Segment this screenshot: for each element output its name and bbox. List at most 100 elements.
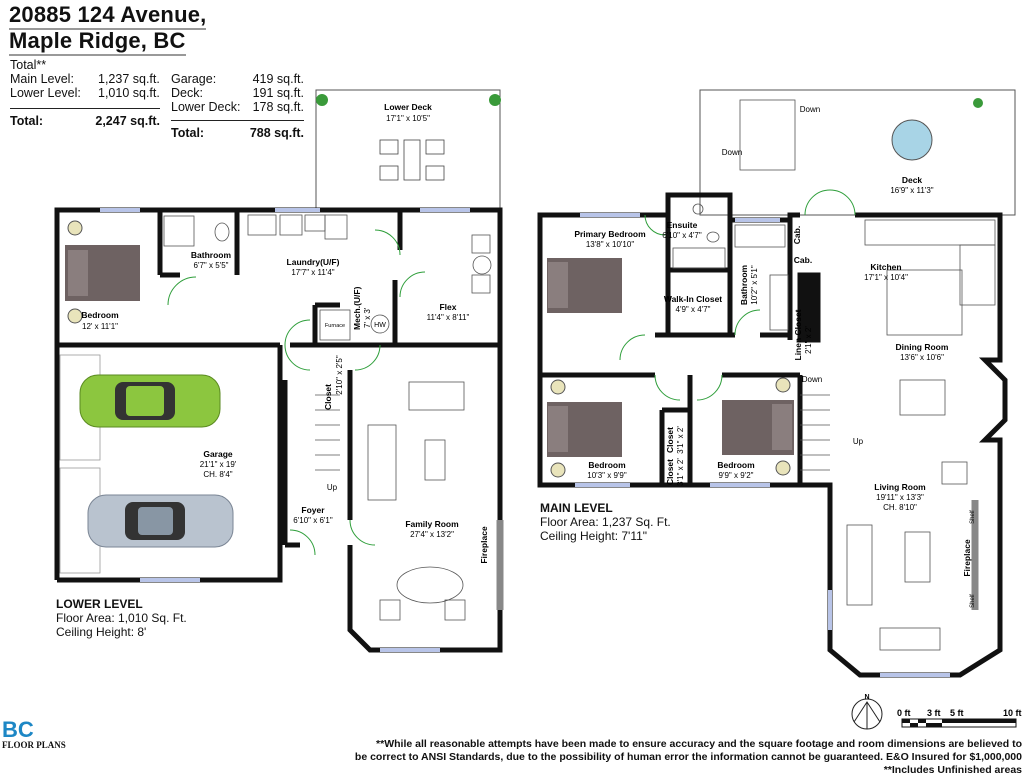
- room-label: Dining Room: [896, 342, 949, 352]
- summary-row: Lower Level: 1,010 sq.ft.: [10, 86, 160, 100]
- room-label: Closet: [323, 384, 333, 410]
- summary-row: Lower Deck: 178 sq.ft.: [171, 100, 304, 114]
- row-label: Garage:: [171, 72, 217, 86]
- door-swings: [167, 229, 426, 556]
- address-line-1: 20885 124 Avenue,: [9, 2, 207, 30]
- scale-bar: 0 ft 3 ft 5 ft 10 ft: [897, 708, 1022, 728]
- room-dims: 3'1" x 2': [676, 426, 685, 454]
- main-level-plan: Down Down Deck 16'9" x 11'3": [537, 89, 1016, 678]
- room-dims: 17'7" x 11'4": [291, 268, 334, 277]
- room-dims: 10'3" x 9'9": [587, 471, 627, 480]
- room-label: Walk-In Closet: [664, 294, 722, 304]
- room-label: Laundry(U/F): [287, 257, 340, 267]
- logo-subtext: FLOOR PLANS: [2, 740, 66, 750]
- scale-label: 0 ft: [897, 708, 911, 718]
- room-label: Bedroom: [81, 310, 119, 320]
- room-dims: 11'4" x 8'11": [427, 313, 470, 322]
- north-compass-icon: N: [851, 694, 883, 730]
- level-ceiling-height: Ceiling Height: 8': [56, 625, 147, 639]
- divider: [171, 120, 304, 121]
- room-dims: 7' x 3': [363, 307, 372, 328]
- room-label: Family Room: [405, 519, 459, 529]
- windows: [100, 208, 470, 652]
- totals-heading: Total**: [10, 58, 47, 72]
- row-value: 178 sq.ft.: [252, 100, 304, 114]
- row-value: 1,010 sq.ft.: [98, 86, 160, 100]
- fixtures: [672, 203, 996, 651]
- room-dims: 2'10" x 2'5": [335, 355, 344, 395]
- lower-level-plan: Lower Deck 17'1" x 10'5" Bedroom 12' x 1…: [54, 89, 504, 653]
- room-dims: 6'7" x 5'5": [194, 261, 229, 270]
- room-label: Closet: [665, 427, 675, 453]
- green-car-icon: [79, 374, 221, 428]
- cabinet-label: Cab.: [792, 226, 802, 244]
- room-label: Closet: [665, 459, 675, 485]
- stairs-down-label: Down: [800, 105, 820, 114]
- disclaimer-line: be correct to ANSI Standards, due to the…: [354, 751, 1022, 763]
- room-label: Kitchen: [870, 262, 901, 272]
- row-label: Lower Deck:: [171, 100, 241, 114]
- room-label: Garage: [203, 449, 233, 459]
- summary-total: Total:2,247 sq.ft.: [10, 114, 160, 128]
- room-dims: 12' x 11'1": [82, 322, 118, 331]
- lower-level-info: LOWER LEVEL Floor Area: 1,010 Sq. Ft. Ce…: [56, 597, 187, 639]
- row-label: Lower Level:: [10, 86, 81, 100]
- plant-icon: [316, 94, 328, 106]
- room-ceiling: CH. 8'4": [203, 470, 232, 479]
- scale-label: 10 ft: [1003, 708, 1022, 718]
- room-label: Flex: [439, 302, 456, 312]
- room-dims: 27'4" x 13'2": [410, 530, 454, 539]
- row-value: 191 sq.ft.: [252, 86, 304, 100]
- hot-water-label: HW: [374, 322, 386, 329]
- summary-row: Deck: 191 sq.ft.: [171, 86, 304, 100]
- plant-icon: [973, 98, 983, 108]
- room-dims: 3'1" x 2': [676, 458, 685, 486]
- patio-table-icon: [379, 139, 445, 181]
- level-title: LOWER LEVEL: [56, 597, 143, 611]
- room-label: Linen Closet: [793, 309, 803, 360]
- summary-row: Main Level:1,237 sq.ft.: [10, 72, 160, 86]
- compass-north-label: N: [864, 694, 869, 701]
- divider: [10, 108, 160, 109]
- deck-outline: [699, 89, 1016, 216]
- room-dims: 9'9" x 9'2": [719, 471, 754, 480]
- scale-label: 3 ft: [927, 708, 941, 718]
- row-value: 2,247 sq.ft.: [95, 114, 160, 128]
- room-dims: 6'10" x 6'1": [293, 516, 333, 525]
- room-label: Ensuite: [667, 220, 698, 230]
- room-label: Bathroom: [191, 250, 232, 260]
- room-label: Bedroom: [717, 460, 755, 470]
- bc-floor-plans-logo: BC FLOOR PLANS: [2, 719, 66, 751]
- room-label: Living Room: [874, 482, 926, 492]
- row-label: Deck:: [171, 86, 203, 100]
- summary-row: Garage:419 sq.ft.: [171, 72, 304, 86]
- room-label: Primary Bedroom: [574, 229, 646, 239]
- bed-icon: [722, 377, 794, 476]
- stairs-up-label: Up: [853, 437, 864, 446]
- row-value: 788 sq.ft.: [249, 126, 304, 140]
- furnace-label: Furnace: [325, 323, 345, 329]
- address-line-2: Maple Ridge, BC: [9, 28, 186, 56]
- bed-icon: [547, 379, 622, 478]
- shelf-label: Shelf: [970, 510, 976, 524]
- room-label: Bathroom: [739, 264, 749, 305]
- room-label: Foyer: [301, 505, 325, 515]
- room-dims: 17'1" x 10'4": [864, 273, 908, 282]
- disclaimer: **While all reasonable attempts have bee…: [355, 738, 1022, 777]
- room-dims: 21'1" x 19': [200, 460, 237, 469]
- disclaimer-line: **While all reasonable attempts have bee…: [376, 738, 1022, 750]
- fireplace-label: Fireplace: [479, 526, 489, 564]
- row-label: Main Level:: [10, 72, 74, 86]
- patio-table-icon: [891, 119, 933, 161]
- level-ceiling-height: Ceiling Height: 7'11": [540, 529, 648, 543]
- level-floor-area: Floor Area: 1,237 Sq. Ft.: [540, 515, 671, 529]
- lower-level-walls: [54, 207, 504, 653]
- plant-icon: [489, 94, 501, 106]
- fixtures: [163, 214, 492, 621]
- finished-area-summary: Total** Main Level:1,237 sq.ft. Lower Le…: [10, 58, 160, 128]
- summary-total: Total:788 sq.ft.: [171, 126, 304, 140]
- stairs-down-label: Down: [802, 375, 822, 384]
- room-dims: 6'10" x 4'7": [662, 231, 702, 240]
- room-dims: 13'8" x 10'10": [586, 240, 634, 249]
